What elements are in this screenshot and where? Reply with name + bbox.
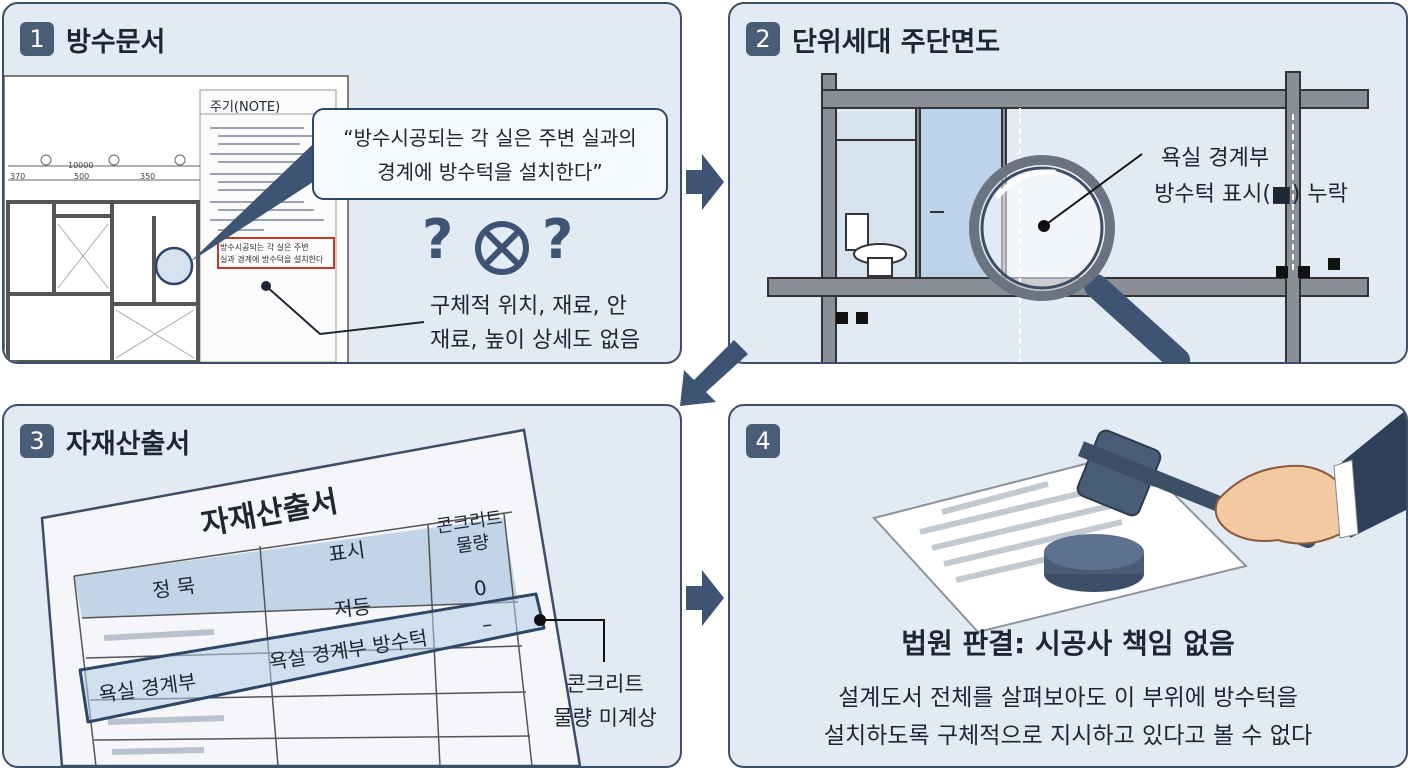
question-icon: ?	[422, 208, 454, 271]
hand-icon	[1214, 410, 1406, 545]
highlighted-note-line2: 실과 경계에 방수턱을 설치한다	[220, 255, 324, 264]
highlighted-note-line1: 방수시공되는 각 실은 주변	[220, 243, 309, 252]
verdict-detail-line2: 설치하도록 구체적으로 지시하고 있다고 볼 수 없다	[823, 723, 1313, 749]
callout-line2: 경계에 방수턱을 설치한다”	[377, 160, 603, 184]
takeoff-sheet	[40, 428, 605, 766]
step-badge-3: 3	[20, 424, 54, 458]
panel-title-1: 방수문서	[66, 27, 166, 58]
step-badge-2: 2	[746, 22, 780, 56]
panel-title-2: 단위세대 주단면도	[792, 27, 1001, 58]
unaccounted-qty-line1: 콘크리트	[566, 672, 644, 696]
dimension-a: 370	[10, 172, 26, 181]
verdict-detail-line1: 설계도서 전체를 살펴보아도 이 부위에 방수턱을	[838, 685, 1298, 711]
panel-title-3: 자재산출서	[66, 429, 191, 460]
note-header: 주기(NOTE)	[210, 100, 281, 115]
dimension-b: 500	[74, 172, 90, 181]
missing-mark-label-line1: 욕실 경계부	[1160, 146, 1270, 171]
column-header-item: 정 묵	[150, 573, 197, 603]
step-badge-4: 4	[746, 424, 780, 458]
panel-material-takeoff: 3 자재산출서 자재산출서 정 묵 표시 콘크리트 물량 0 저등 – 욕	[2, 404, 682, 768]
column-header-mark: 표시	[326, 537, 367, 567]
row1-mark: 저등	[333, 594, 373, 622]
panel-waterproofing-docs: 1 방수문서	[2, 2, 682, 364]
panel-section-drawing: 2 단위세대 주단면도	[728, 2, 1408, 364]
gavel-icon	[1076, 429, 1316, 548]
court-illustration	[872, 410, 1406, 634]
arrow-right-icon-2	[686, 570, 724, 626]
arrow-down-left-icon	[680, 340, 748, 406]
missing-detail-line1: 구체적 위치, 재료, 안	[430, 294, 627, 319]
unaccounted-qty-line2: 물량 미계상	[553, 706, 657, 730]
missing-mark-label-line2: 방수턱 표시(■) 누락	[1154, 182, 1348, 207]
step-badge-1: 1	[20, 22, 54, 56]
verdict-headline: 법원 판결: 시공사 책임 없음	[901, 627, 1235, 660]
note-callout: “방수시공되는 각 실은 주변 실과의 경계에 방수턱을 설치한다”	[312, 108, 668, 200]
prohibited-icon	[475, 221, 529, 275]
missing-detail-line2: 재료, 높이 상세도 없음	[430, 328, 641, 353]
arrow-right-icon	[686, 154, 724, 210]
question-icon-2: ?	[542, 208, 574, 271]
section-drawing	[767, 71, 1369, 362]
callout-line1: “방수시공되는 각 실은 주변 실과의	[343, 126, 637, 150]
dimension-total: 10000	[68, 161, 94, 170]
dimension-c: 350	[140, 172, 156, 181]
column-header-qty-line2: 물량	[454, 531, 491, 558]
panel-court-ruling: 4 법원 판결: 시공사 책임 없음 설계도서 전체를 살펴보아도 이 부위에 …	[728, 404, 1408, 768]
